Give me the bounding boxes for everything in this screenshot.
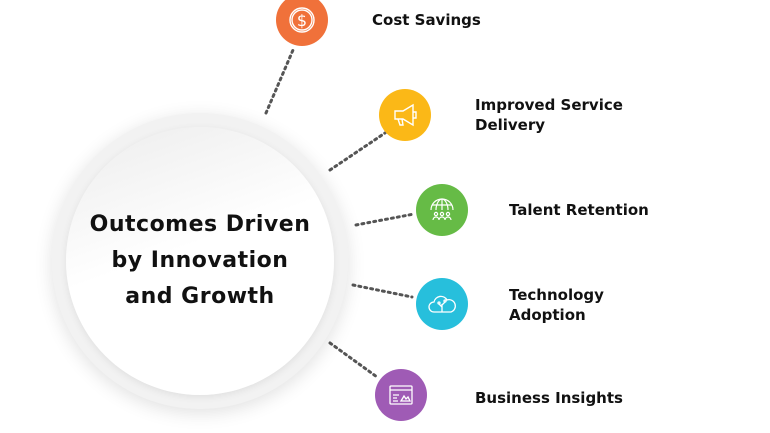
- megaphone-icon: [394, 103, 417, 127]
- business-insights-node: [375, 369, 427, 421]
- label-technology-adoption: Technology Adoption: [509, 286, 604, 324]
- connector-service-delivery: [328, 131, 387, 172]
- svg-text:$: $: [297, 11, 307, 30]
- cloud-circuit-icon: [428, 295, 456, 313]
- technology-adoption-node: [416, 278, 468, 330]
- label-business-insights: Business Insights: [475, 389, 623, 407]
- label-cost-savings: Cost Savings: [372, 11, 481, 29]
- center-title: Outcomes Driven by Innovation and Growth: [89, 212, 311, 309]
- label-service-delivery: Improved Service Delivery: [475, 96, 623, 134]
- cost-savings-node: $: [276, 0, 328, 46]
- label-talent-retention: Talent Retention: [509, 201, 649, 219]
- connector-technology-adoption: [351, 283, 414, 299]
- connector-talent-retention: [354, 212, 416, 227]
- connector-cost-savings: [264, 48, 295, 115]
- service-delivery-node: [379, 89, 431, 141]
- dollar-icon: $: [289, 7, 315, 33]
- connector-business-insights: [328, 341, 379, 379]
- center-circle: Outcomes Driven by Innovation and Growth: [66, 127, 334, 395]
- dashboard-window-icon: [389, 385, 413, 405]
- globe-people-icon: [430, 198, 454, 221]
- talent-retention-node: [416, 184, 468, 236]
